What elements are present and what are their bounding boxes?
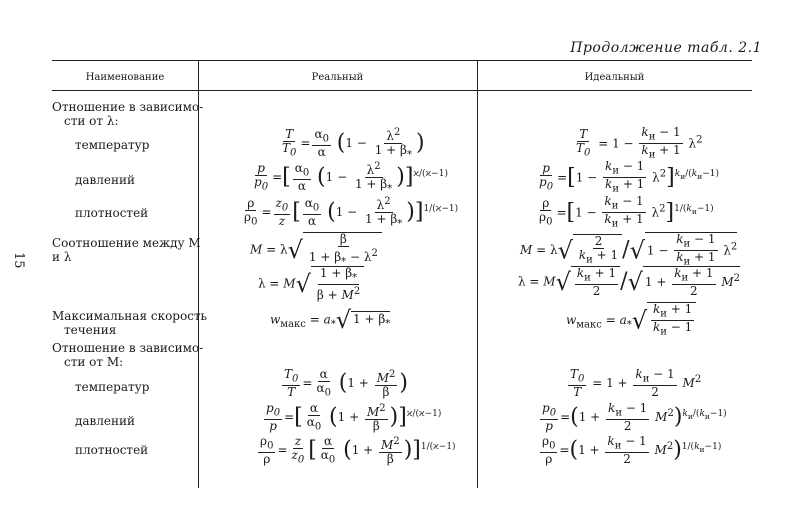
label-rel-lambda-2: сти от λ: [64,114,119,128]
label-rel-M-1: Отношение в зависимо- [52,341,204,355]
label-dens2: плотностей [75,443,149,457]
label-maxv-1: Максимальная скорость [52,309,208,323]
header-rule [52,90,752,91]
label-rel-M-2: сти от М: [64,355,124,369]
table-caption: Продолжение табл. 2.1 [570,40,762,56]
page-number: 15 [11,252,26,269]
header-ideal: Идеальный [584,72,645,83]
formula-real-lambda-M: λ = M√1 + β*β + M2 [258,266,365,302]
label-temp2: температур [75,380,150,394]
col-divider-1 [198,60,199,488]
top-rule [52,60,752,61]
label-pres: давлений [75,173,136,187]
col-divider-2 [477,60,478,488]
label-rel-lambda-1: Отношение в зависимо- [52,100,204,114]
formula-real-wmax: wмакс = a*√1 + β* [270,306,391,334]
label-sootn-1: Соотношение между М [52,236,201,250]
label-sootn-2: и λ [52,250,72,264]
label-dens: плотностей [75,206,149,220]
header-real: Реальный [311,72,364,83]
label-temp: температур [75,138,150,152]
label-pres2: давлений [75,414,136,428]
header-name: Наименование [85,72,165,83]
label-maxv-2: течения [64,323,117,337]
